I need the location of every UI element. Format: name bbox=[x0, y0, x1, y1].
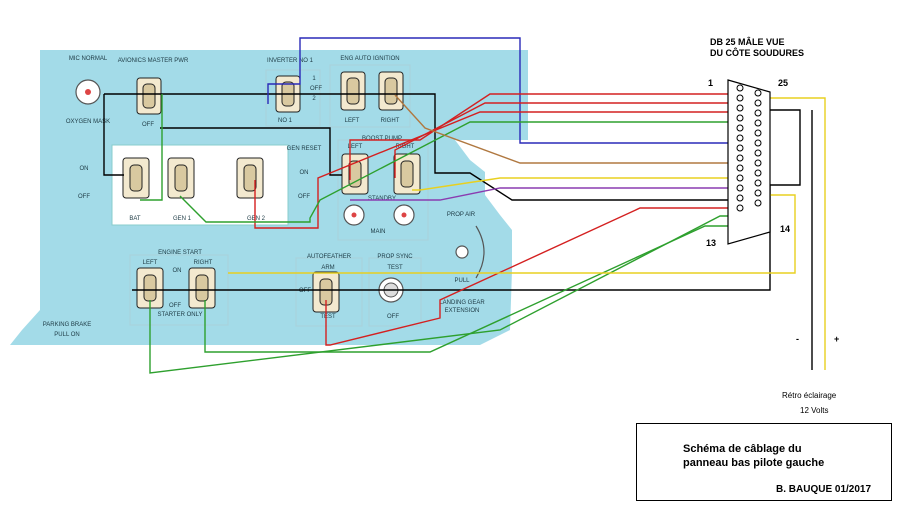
db25-pins bbox=[736, 84, 762, 212]
wire-black-return bbox=[758, 109, 801, 186]
autofeather-frame bbox=[295, 257, 363, 327]
label-es-on: ON bbox=[173, 268, 182, 274]
label-prop-air: PROP AIR bbox=[447, 212, 476, 218]
switch-gen1 bbox=[167, 157, 195, 199]
label-autofeather: AUTOFEATHER bbox=[307, 254, 352, 260]
title-line-1: Schéma de câblage du bbox=[683, 443, 802, 455]
db25-shell bbox=[727, 79, 771, 245]
label-panel-off: OFF bbox=[78, 194, 90, 200]
wire-black-loop bbox=[103, 94, 124, 176]
label-inverter-pos2: 2 bbox=[312, 96, 316, 102]
label-oxygen-mask: OXYGEN MASK bbox=[66, 119, 110, 125]
wire-yellow-1 bbox=[412, 177, 740, 191]
db25-pin1-label: 1 bbox=[708, 78, 713, 88]
switch-avionics bbox=[136, 77, 162, 115]
db25-heading-1: DB 25 MÂLE VUE bbox=[710, 36, 785, 47]
wire-yellow-3 bbox=[228, 194, 796, 274]
label-landing-gear: LANDING GEAR bbox=[439, 300, 485, 306]
wire-green-return bbox=[140, 94, 163, 201]
prop-air-knob bbox=[455, 245, 469, 259]
wire-red-1 bbox=[349, 93, 740, 180]
wire-green-2 bbox=[149, 215, 740, 374]
db25-pin14-label: 14 bbox=[780, 224, 790, 234]
label-standby: STANDBY bbox=[368, 196, 396, 202]
label-es-left: LEFT bbox=[143, 260, 158, 266]
wire-brown bbox=[394, 94, 740, 164]
label-es-right: RIGHT bbox=[194, 260, 213, 266]
label-gen-off: OFF bbox=[298, 194, 310, 200]
label-af-test: TEST bbox=[320, 314, 336, 320]
label-inverter-bottom: NO 1 bbox=[278, 118, 293, 124]
label-bat: BAT bbox=[129, 216, 141, 222]
standby-knob-center bbox=[351, 212, 357, 218]
label-panel-on: ON bbox=[80, 166, 89, 172]
ignition-frame bbox=[329, 64, 411, 128]
label-es-off: OFF bbox=[169, 303, 181, 309]
label-starter-only: STARTER ONLY bbox=[157, 312, 202, 318]
label-gen-on: ON bbox=[300, 170, 309, 176]
label-main: MAIN bbox=[371, 229, 386, 235]
label-ps-off: OFF bbox=[387, 314, 399, 320]
wire-yellow-2 bbox=[758, 97, 826, 370]
backlight-label-1: Rétro éclairage bbox=[782, 391, 837, 400]
switch-autofeather bbox=[312, 271, 340, 313]
title-line-2: panneau bas pilote gauche bbox=[683, 457, 825, 469]
wire-red-2 bbox=[394, 102, 740, 178]
label-gen2: GEN 2 bbox=[247, 216, 266, 222]
label-inverter: INVERTER NO 1 bbox=[267, 58, 314, 64]
label-eng-auto-ign: ENG AUTO IGNITION bbox=[340, 56, 399, 62]
wire-green-3 bbox=[204, 225, 740, 353]
label-gen-reset: GEN RESET bbox=[287, 146, 322, 152]
label-inverter-pos1: 1 bbox=[312, 76, 316, 82]
backlight-label-2: 12 Volts bbox=[800, 406, 828, 415]
mic-knob-center bbox=[85, 89, 91, 95]
wire-green-1 bbox=[179, 121, 740, 223]
db25-pin13-label: 13 bbox=[706, 238, 716, 248]
switch-start-right bbox=[188, 267, 216, 309]
backlight-minus: - bbox=[796, 334, 799, 344]
label-boost-right: RIGHT bbox=[396, 144, 415, 150]
label-avionics: AVIONICS MASTER PWR bbox=[118, 58, 189, 64]
wire-red-4 bbox=[325, 207, 740, 346]
switch-bat bbox=[122, 157, 150, 199]
label-prop-sync: PROP SYNC bbox=[377, 254, 413, 260]
label-ign-left: LEFT bbox=[345, 118, 360, 124]
label-af-off: OFF bbox=[299, 288, 311, 294]
wire-black-main bbox=[104, 93, 740, 201]
switch-gen2 bbox=[236, 157, 264, 199]
label-af-arm: ARM bbox=[321, 265, 334, 271]
author-date: B. BAUQUE 01/2017 bbox=[776, 484, 872, 495]
label-avionics-off: OFF bbox=[142, 122, 154, 128]
label-ign-right: RIGHT bbox=[381, 118, 400, 124]
switch-boost-left bbox=[341, 153, 369, 195]
label-parking-brake: PARKING BRAKE bbox=[43, 322, 92, 328]
wire-blue bbox=[267, 37, 740, 144]
db25-pin25-label: 25 bbox=[778, 78, 788, 88]
label-gen1: GEN 1 bbox=[173, 216, 192, 222]
main-knob-center bbox=[401, 212, 407, 218]
backlight-plus: + bbox=[834, 334, 839, 344]
propsync-frame bbox=[368, 257, 422, 327]
label-extension: EXTENSION bbox=[445, 308, 480, 314]
label-boost-left: LEFT bbox=[348, 144, 363, 150]
wire-black-inner bbox=[160, 127, 342, 176]
switch-ign-right bbox=[378, 71, 404, 111]
db25-heading-2: DU CÔTE SOUDURES bbox=[710, 47, 804, 58]
label-engine-start: ENGINE START bbox=[158, 250, 202, 256]
label-pull: PULL bbox=[454, 278, 470, 284]
label-boost-pump: BOOST PUMP bbox=[362, 136, 402, 142]
title-block: Schéma de câblage du panneau bas pilote … bbox=[636, 423, 892, 501]
label-pull-on: PULL ON bbox=[54, 332, 79, 338]
label-ps-test: TEST bbox=[387, 265, 403, 271]
label-mic-normal: MIC NORMAL bbox=[69, 56, 108, 62]
switch-ign-left bbox=[340, 71, 366, 111]
inverter-frame bbox=[265, 69, 321, 127]
wire-purple bbox=[350, 187, 740, 201]
label-inverter-pos-off: OFF bbox=[310, 86, 322, 92]
